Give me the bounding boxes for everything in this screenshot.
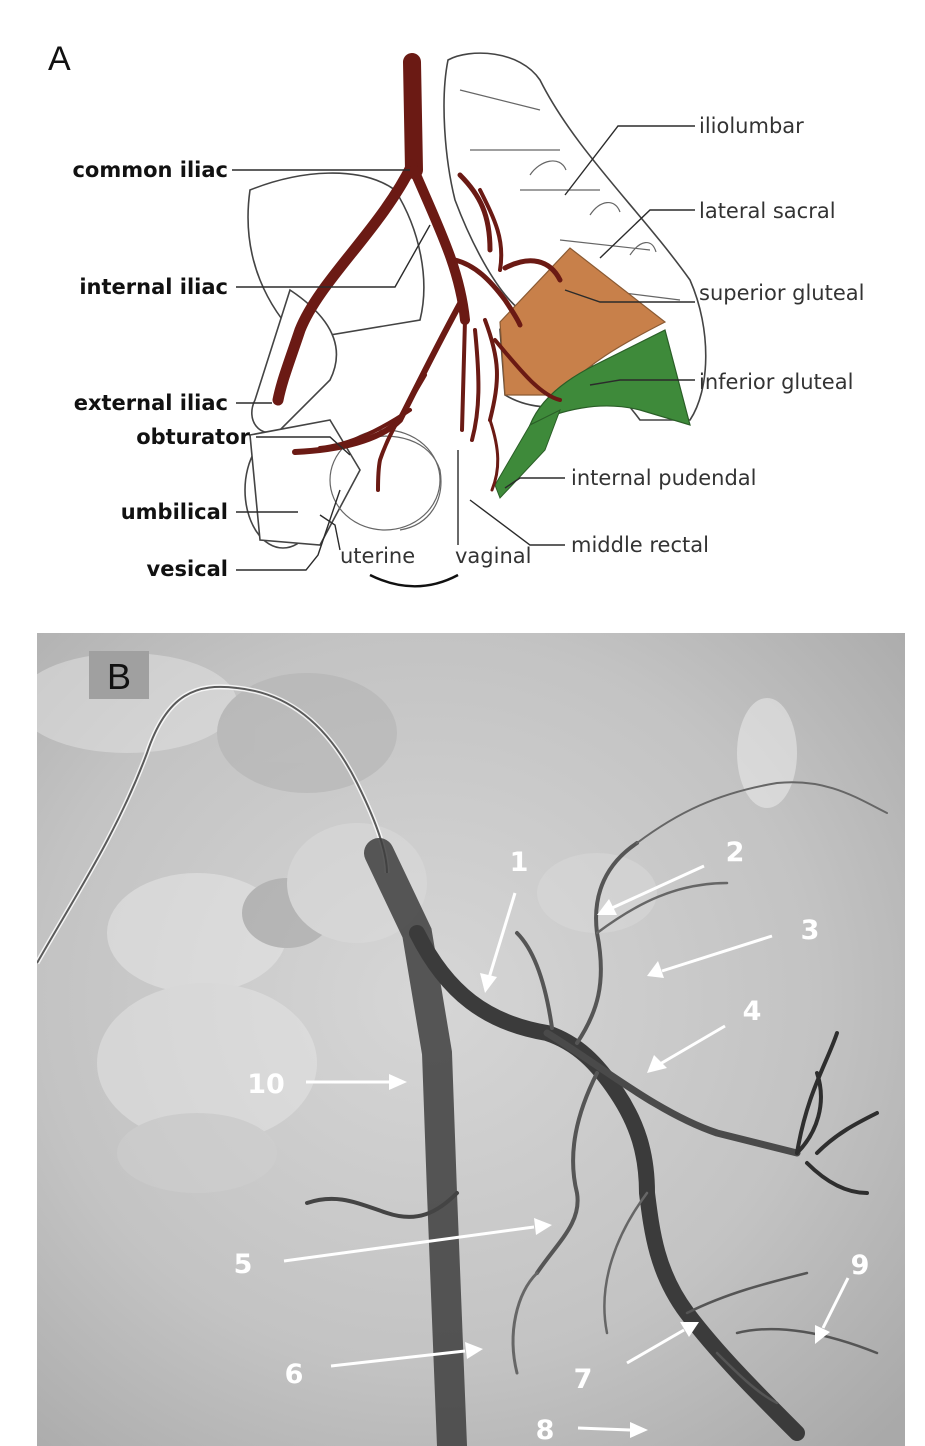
arrow-8 xyxy=(578,1428,630,1430)
label-superior-gluteal: superior gluteal xyxy=(699,281,864,305)
arrow-label-3: 3 xyxy=(801,915,820,946)
arrow-label-1: 1 xyxy=(510,847,529,878)
arrow-label-7: 7 xyxy=(574,1364,593,1395)
label-uterine: uterine xyxy=(340,544,415,568)
panel-a-letter: A xyxy=(48,40,71,78)
label-obturator: obturator xyxy=(136,425,250,449)
label-vaginal: vaginal xyxy=(455,544,531,568)
arrow-label-9: 9 xyxy=(851,1250,870,1281)
arrow-label-4: 4 xyxy=(743,996,762,1027)
label-external-iliac: external iliac xyxy=(74,391,228,415)
label-middle-rectal: middle rectal xyxy=(571,533,709,557)
label-common-iliac: common iliac xyxy=(72,158,228,182)
panel-b-letter: B xyxy=(107,656,131,697)
label-inferior-gluteal: inferior gluteal xyxy=(699,370,853,394)
label-umbilical: umbilical xyxy=(121,500,228,524)
arrow-label-10: 10 xyxy=(247,1069,285,1100)
panel-b-angiogram: B xyxy=(37,633,905,1446)
arrow-label-2: 2 xyxy=(726,837,745,868)
label-internal-pudendal: internal pudendal xyxy=(571,466,756,490)
arrow-label-5: 5 xyxy=(234,1249,253,1280)
label-iliolumbar: iliolumbar xyxy=(699,114,804,138)
label-vesical: vesical xyxy=(147,557,228,581)
label-lateral-sacral: lateral sacral xyxy=(699,199,836,223)
panel-a-anatomy-diagram: A xyxy=(0,0,925,625)
pudendal-muscle-slip xyxy=(495,410,560,498)
arrow-label-6: 6 xyxy=(285,1359,304,1390)
arrow-label-8: 8 xyxy=(536,1415,555,1446)
uterine-curve xyxy=(370,575,458,586)
label-internal-iliac: internal iliac xyxy=(79,275,228,299)
